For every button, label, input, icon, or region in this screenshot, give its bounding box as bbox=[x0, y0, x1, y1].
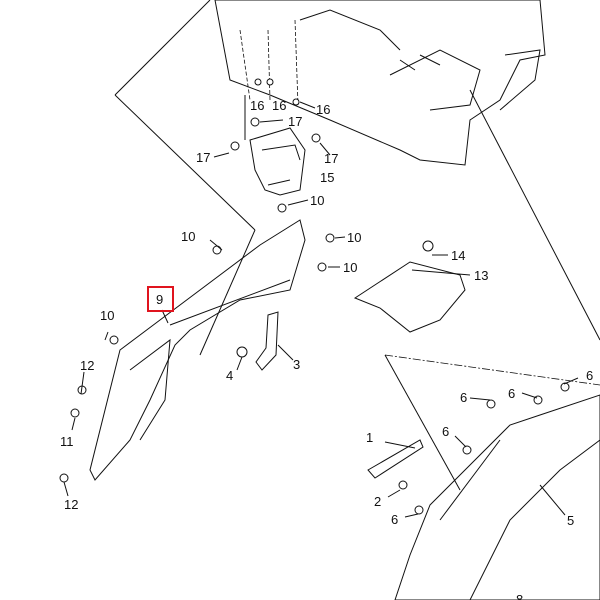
callout-8: 8 bbox=[516, 592, 523, 600]
callout-15: 15 bbox=[320, 170, 334, 185]
callout-10: 10 bbox=[310, 193, 324, 208]
leader-lines bbox=[63, 101, 579, 518]
callout-17: 17 bbox=[324, 151, 338, 166]
part-1-strip bbox=[367, 439, 424, 479]
callout-6: 6 bbox=[586, 368, 593, 383]
highlight-box bbox=[147, 286, 174, 312]
callout-6: 6 bbox=[442, 424, 449, 439]
callout-17: 17 bbox=[196, 150, 210, 165]
callout-16: 16 bbox=[316, 102, 330, 117]
callout-10: 10 bbox=[100, 308, 114, 323]
part-5-fender bbox=[384, 354, 600, 600]
callout-10: 10 bbox=[181, 229, 195, 244]
callout-5: 5 bbox=[567, 513, 574, 528]
callout-6: 6 bbox=[460, 390, 467, 405]
callout-3: 3 bbox=[293, 357, 300, 372]
callout-17: 17 bbox=[288, 114, 302, 129]
callout-14: 14 bbox=[451, 248, 465, 263]
callout-9: 9 bbox=[156, 292, 163, 307]
callout-6: 6 bbox=[508, 386, 515, 401]
callout-16: 16 bbox=[272, 98, 286, 113]
callout-1: 1 bbox=[366, 430, 373, 445]
callout-10: 10 bbox=[343, 260, 357, 275]
part-13-plate bbox=[353, 261, 466, 333]
part-9-side-panel bbox=[89, 94, 306, 481]
callout-13: 13 bbox=[474, 268, 488, 283]
part-3-bracket bbox=[255, 311, 279, 371]
callout-10: 10 bbox=[347, 230, 361, 245]
callout-4: 4 bbox=[226, 368, 233, 383]
callout-16: 16 bbox=[250, 98, 264, 113]
upper-body-panel bbox=[114, 0, 600, 341]
callout-6: 6 bbox=[391, 512, 398, 527]
part-15-cover bbox=[244, 95, 306, 196]
callout-11: 11 bbox=[60, 434, 74, 449]
callout-2: 2 bbox=[374, 494, 381, 509]
callout-12: 12 bbox=[64, 497, 78, 512]
callout-12: 12 bbox=[80, 358, 94, 373]
